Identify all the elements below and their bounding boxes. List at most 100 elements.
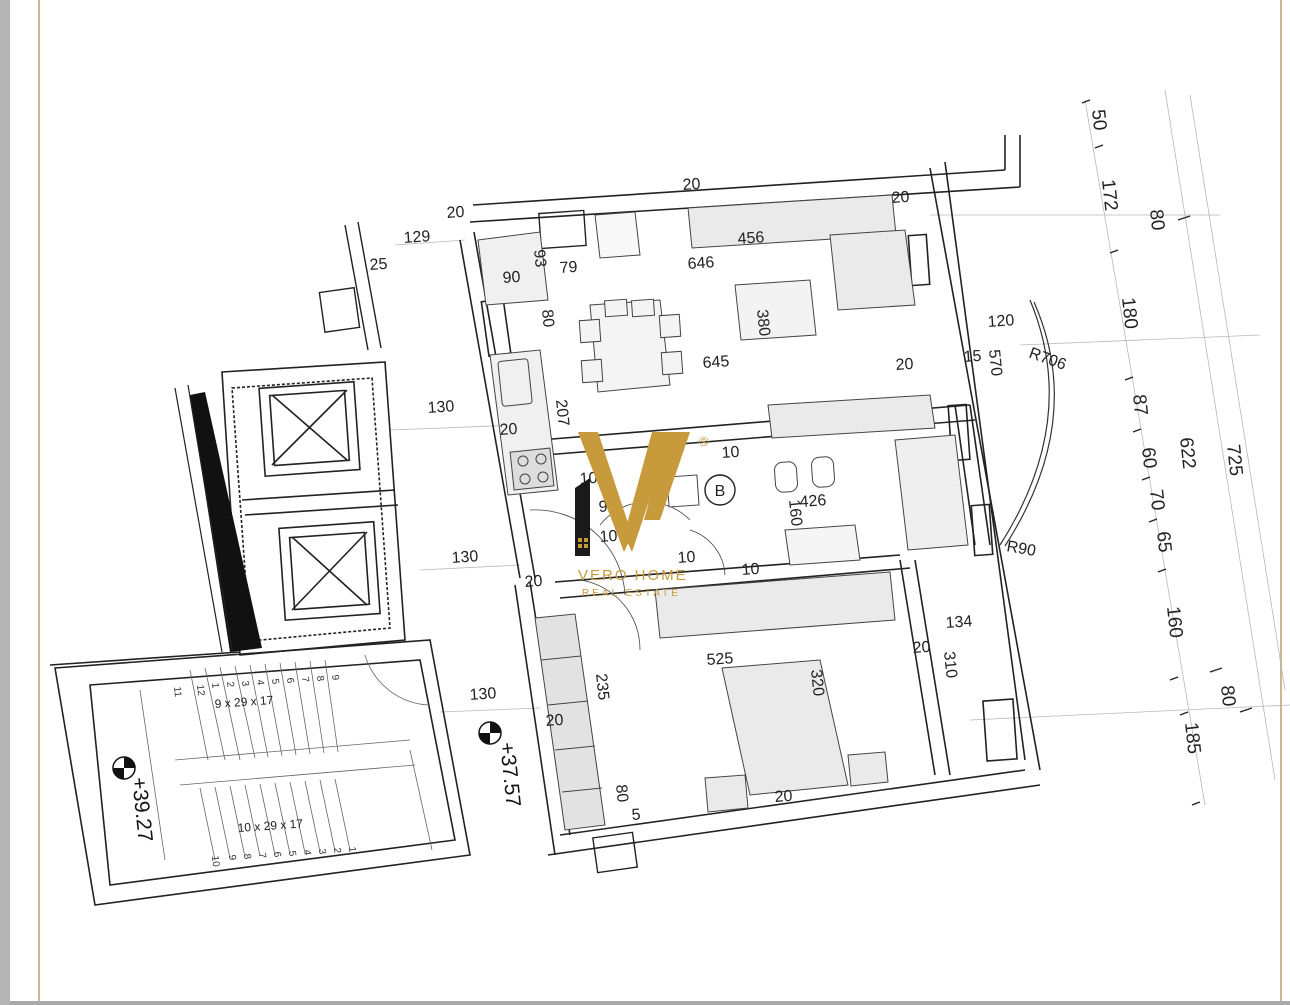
svg-text:8: 8 <box>241 853 253 860</box>
svg-text:180: 180 <box>1117 296 1141 330</box>
dim-160-bath: 160 <box>785 499 805 527</box>
right-chain-ticks <box>1081 99 1253 806</box>
shaft-wedge <box>190 392 262 652</box>
lower-flight-label: 10 x 29 x 17 <box>237 816 304 835</box>
dim-20-bed: 20 <box>912 639 931 657</box>
right-dimension-chain: 50 172 80 180 87 60 70 65 160 80 185 622… <box>1087 108 1246 755</box>
dim-90: 90 <box>502 269 521 287</box>
svg-text:70: 70 <box>1145 488 1168 511</box>
dim-25: 25 <box>369 256 388 274</box>
svg-text:6: 6 <box>284 677 296 684</box>
dim-130-b: 130 <box>451 548 479 567</box>
svg-text:5: 5 <box>269 678 281 685</box>
brand-name: VERO HOME <box>578 567 688 584</box>
sheet-border-bottom <box>10 1001 1290 1005</box>
viewer-background <box>0 0 10 1005</box>
dim-10-c: 10 <box>677 549 696 567</box>
apartment-level-label: +37.57 <box>495 741 525 808</box>
dim-15: 15 <box>963 348 982 366</box>
kitchen-sink <box>497 358 533 407</box>
dim-5: 5 <box>631 806 641 824</box>
dim-570: 570 <box>985 349 1005 377</box>
sheet-border-right <box>1280 0 1282 1005</box>
dim-20-b: 20 <box>524 573 543 591</box>
svg-text:12: 12 <box>194 684 206 697</box>
svg-text:3: 3 <box>316 848 328 855</box>
svg-text:1: 1 <box>209 682 221 689</box>
stair-treads <box>139 654 433 861</box>
logo-window <box>584 538 588 542</box>
vero-home-logo: ® VERO HOME REAL ESTATE <box>575 432 709 599</box>
svg-text:725: 725 <box>1222 443 1246 477</box>
svg-text:622: 622 <box>1175 436 1199 470</box>
dim-20-rtop: 20 <box>891 189 910 207</box>
dim-9: 9 <box>598 498 608 516</box>
level-marker-apartment <box>478 721 502 745</box>
svg-text:7: 7 <box>256 852 268 859</box>
dining-set <box>578 298 684 393</box>
svg-text:9: 9 <box>226 854 238 861</box>
svg-text:6: 6 <box>271 851 283 858</box>
dim-380: 380 <box>753 309 773 337</box>
svg-text:4: 4 <box>301 849 313 856</box>
shaft-walls <box>318 209 639 874</box>
stove <box>509 447 555 491</box>
dim-93: 93 <box>530 249 549 269</box>
balcony-curve <box>999 299 1050 546</box>
dim-20-corner: 20 <box>446 204 465 222</box>
stair-walls <box>49 639 471 906</box>
logo-house-body <box>575 478 590 556</box>
svg-text:8: 8 <box>314 675 326 682</box>
upper-step-numbers: 11 12 1 2 3 4 5 6 7 8 9 <box>171 674 341 698</box>
svg-text:60: 60 <box>1137 446 1160 469</box>
svg-text:50: 50 <box>1087 108 1110 131</box>
dim-525: 525 <box>706 650 734 669</box>
svg-text:3: 3 <box>239 680 251 687</box>
dim-20-wall: 20 <box>499 421 518 439</box>
kitchen-furniture <box>477 194 936 496</box>
logo-v-left <box>578 432 632 552</box>
dim-310: 310 <box>940 651 960 679</box>
svg-text:2: 2 <box>224 681 236 688</box>
bedroom-furniture <box>654 571 896 813</box>
lower-step-numbers: 10 9 8 7 6 5 4 3 2 1 <box>209 846 358 868</box>
dim-20-bottom: 20 <box>774 788 793 806</box>
svg-text:7: 7 <box>299 676 311 683</box>
dim-129: 129 <box>403 228 431 247</box>
dim-10-e: 10 <box>741 561 760 579</box>
sheet-border-left <box>38 0 40 1005</box>
balcony-curve-inner <box>1004 301 1055 547</box>
door-swings <box>529 501 726 651</box>
dim-20-top: 20 <box>682 176 701 194</box>
dim-120: 120 <box>987 312 1015 331</box>
dim-320: 320 <box>807 669 827 697</box>
svg-text:11: 11 <box>171 686 183 698</box>
dim-80-closet: 80 <box>612 784 631 804</box>
dim-130-a: 130 <box>427 398 455 417</box>
upper-flight-label: 9 x 29 x 17 <box>214 693 274 711</box>
stair-level-label: +39.27 <box>127 776 157 843</box>
svg-text:10: 10 <box>209 855 221 868</box>
svg-text:87: 87 <box>1128 393 1151 416</box>
svg-text:2: 2 <box>331 847 343 854</box>
logo-window <box>578 538 582 542</box>
dim-646: 646 <box>687 254 715 273</box>
svg-text:80: 80 <box>1216 684 1239 707</box>
level-marker-stair <box>112 756 136 780</box>
dim-134: 134 <box>945 613 973 632</box>
dim-235: 235 <box>592 673 612 701</box>
svg-text:172: 172 <box>1097 178 1121 212</box>
bathroom-fixtures <box>666 434 969 566</box>
dim-79: 79 <box>559 259 578 277</box>
shaft-outline <box>174 384 233 653</box>
brand-sub: REAL ESTATE <box>582 588 681 599</box>
dim-207: 207 <box>552 399 572 427</box>
dim-r90: R90 <box>1005 538 1037 560</box>
dim-20-closet: 20 <box>545 712 564 730</box>
guide-lines <box>389 89 1290 806</box>
svg-text:80: 80 <box>1145 208 1168 231</box>
dim-10-a: 10 <box>721 444 740 462</box>
svg-text:185: 185 <box>1180 721 1204 755</box>
dim-130-c: 130 <box>469 685 497 704</box>
